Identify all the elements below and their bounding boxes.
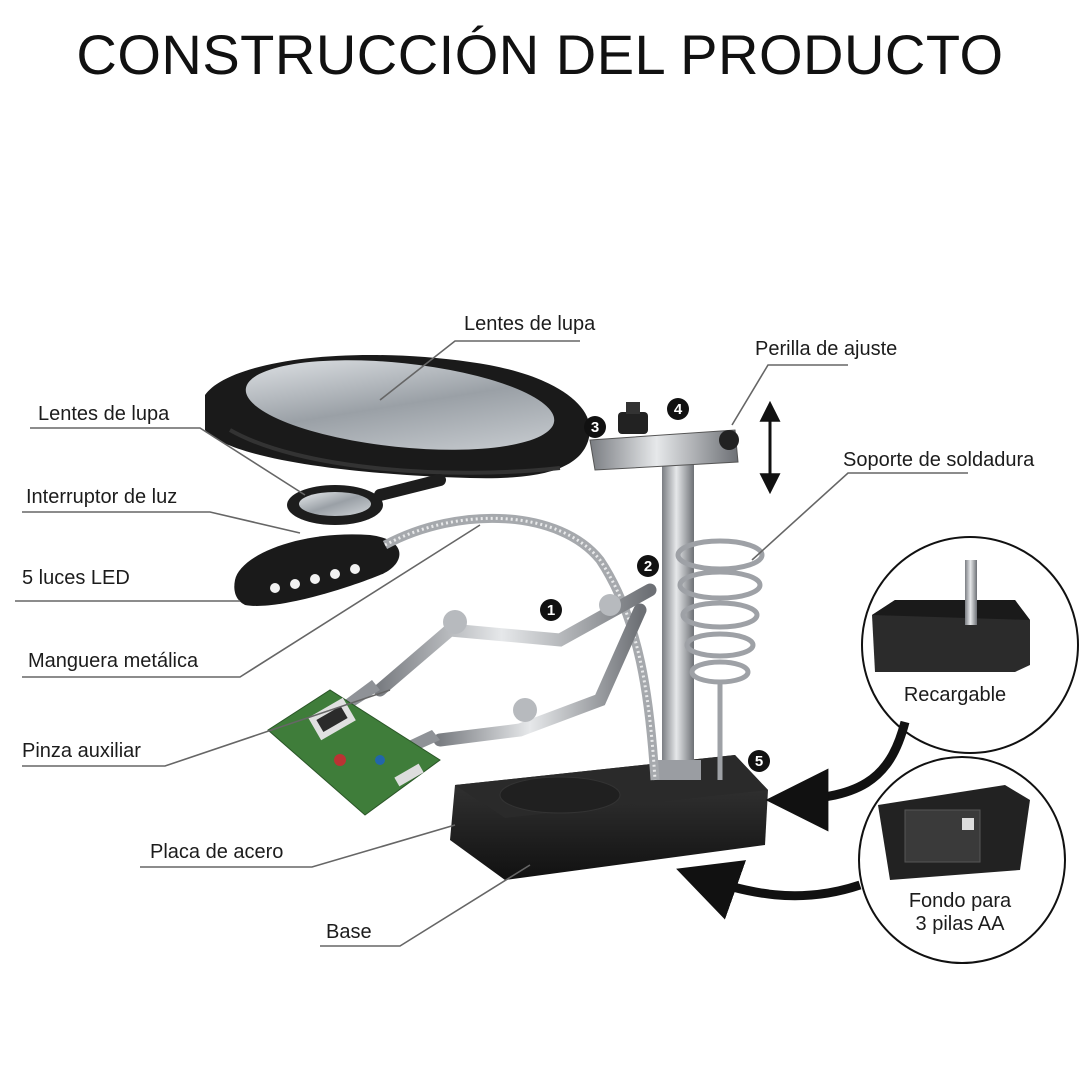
led-lamp	[234, 534, 400, 606]
label-manguera-metalica: Manguera metálica	[28, 650, 199, 672]
main-magnifier	[205, 354, 590, 479]
marker-1: 1	[540, 599, 562, 621]
arrow-fondo	[676, 860, 862, 920]
label-fondo-line1: Fondo para	[908, 890, 1012, 912]
svg-text:3: 3	[591, 419, 599, 436]
label-interruptor-luz: Interruptor de luz	[26, 486, 178, 508]
leader-manguera	[22, 524, 481, 678]
svg-text:5: 5	[755, 753, 763, 770]
label-lentes-lupa-left: Lentes de lupa	[38, 403, 170, 425]
vertical-post	[662, 440, 694, 770]
leader-base	[320, 864, 531, 947]
leader-interruptor	[22, 511, 301, 534]
leader-lentes-top	[379, 340, 580, 401]
label-pinza-auxiliar: Pinza auxiliar	[22, 740, 141, 762]
label-soporte-soldadura: Soporte de soldadura	[843, 449, 1035, 471]
label-recargable: Recargable	[903, 684, 1007, 706]
circuit-board	[267, 689, 441, 816]
label-luces-led: 5 luces LED	[22, 567, 130, 589]
leader-lines	[15, 340, 968, 947]
svg-text:4: 4	[674, 401, 683, 418]
inset-fondo	[858, 756, 1066, 964]
marker-5: 5	[748, 750, 770, 772]
label-perilla-ajuste: Perilla de ajuste	[755, 338, 898, 360]
arrow-recargable	[765, 720, 910, 832]
marker-4: 4	[667, 398, 689, 420]
label-fondo-line2: 3 pilas AA	[915, 913, 1005, 935]
leader-pinza	[22, 689, 391, 767]
label-base: Base	[326, 921, 372, 943]
helping-hands	[373, 583, 657, 747]
leader-lentes-left	[30, 427, 306, 496]
top-clamp	[589, 402, 739, 471]
leader-soporte	[751, 472, 968, 561]
label-lentes-lupa-top: Lentes de lupa	[464, 313, 596, 335]
marker-3: 3	[584, 416, 606, 438]
small-magnifier	[287, 474, 446, 525]
svg-text:2: 2	[644, 558, 652, 575]
leader-perilla	[731, 364, 848, 426]
svg-text:1: 1	[547, 602, 555, 619]
solder-coil	[675, 538, 765, 780]
label-placa-acero: Placa de acero	[150, 841, 284, 863]
marker-2: 2	[637, 555, 659, 577]
page-title: CONSTRUCCIÓN DEL PRODUCTO	[76, 23, 1004, 86]
inset-recargable	[861, 536, 1079, 754]
leader-placa	[140, 824, 456, 868]
